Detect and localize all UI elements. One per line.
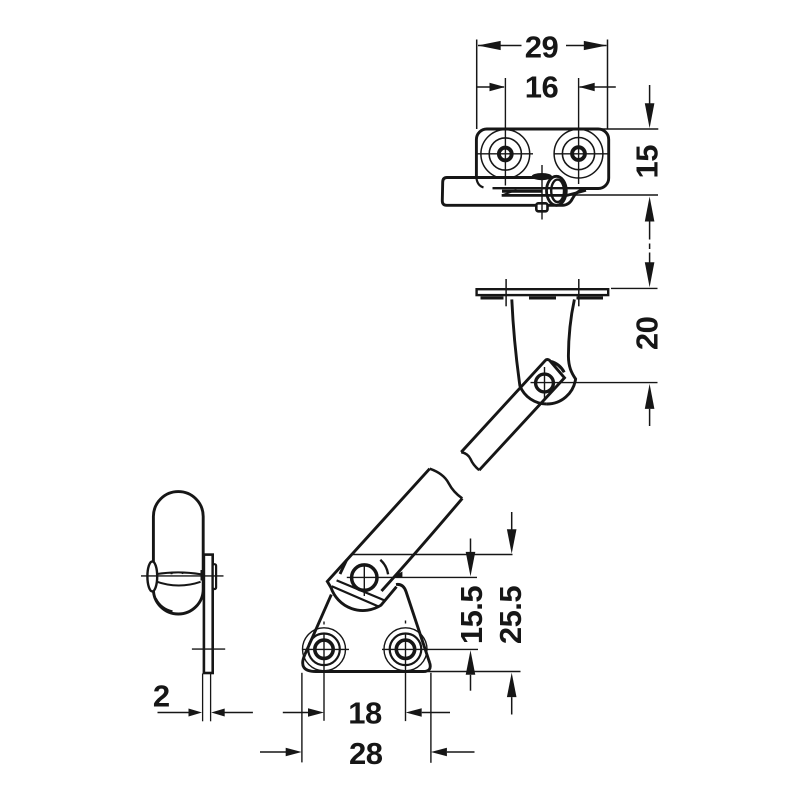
svg-text:20: 20 <box>629 317 664 350</box>
svg-text:16: 16 <box>525 70 559 105</box>
svg-text:15: 15 <box>629 145 664 179</box>
svg-text:2: 2 <box>153 679 170 714</box>
svg-text:18: 18 <box>348 696 382 731</box>
svg-text:15.5: 15.5 <box>454 586 489 645</box>
svg-text:28: 28 <box>349 736 383 771</box>
svg-text:29: 29 <box>525 30 559 65</box>
svg-text:25.5: 25.5 <box>493 586 528 645</box>
